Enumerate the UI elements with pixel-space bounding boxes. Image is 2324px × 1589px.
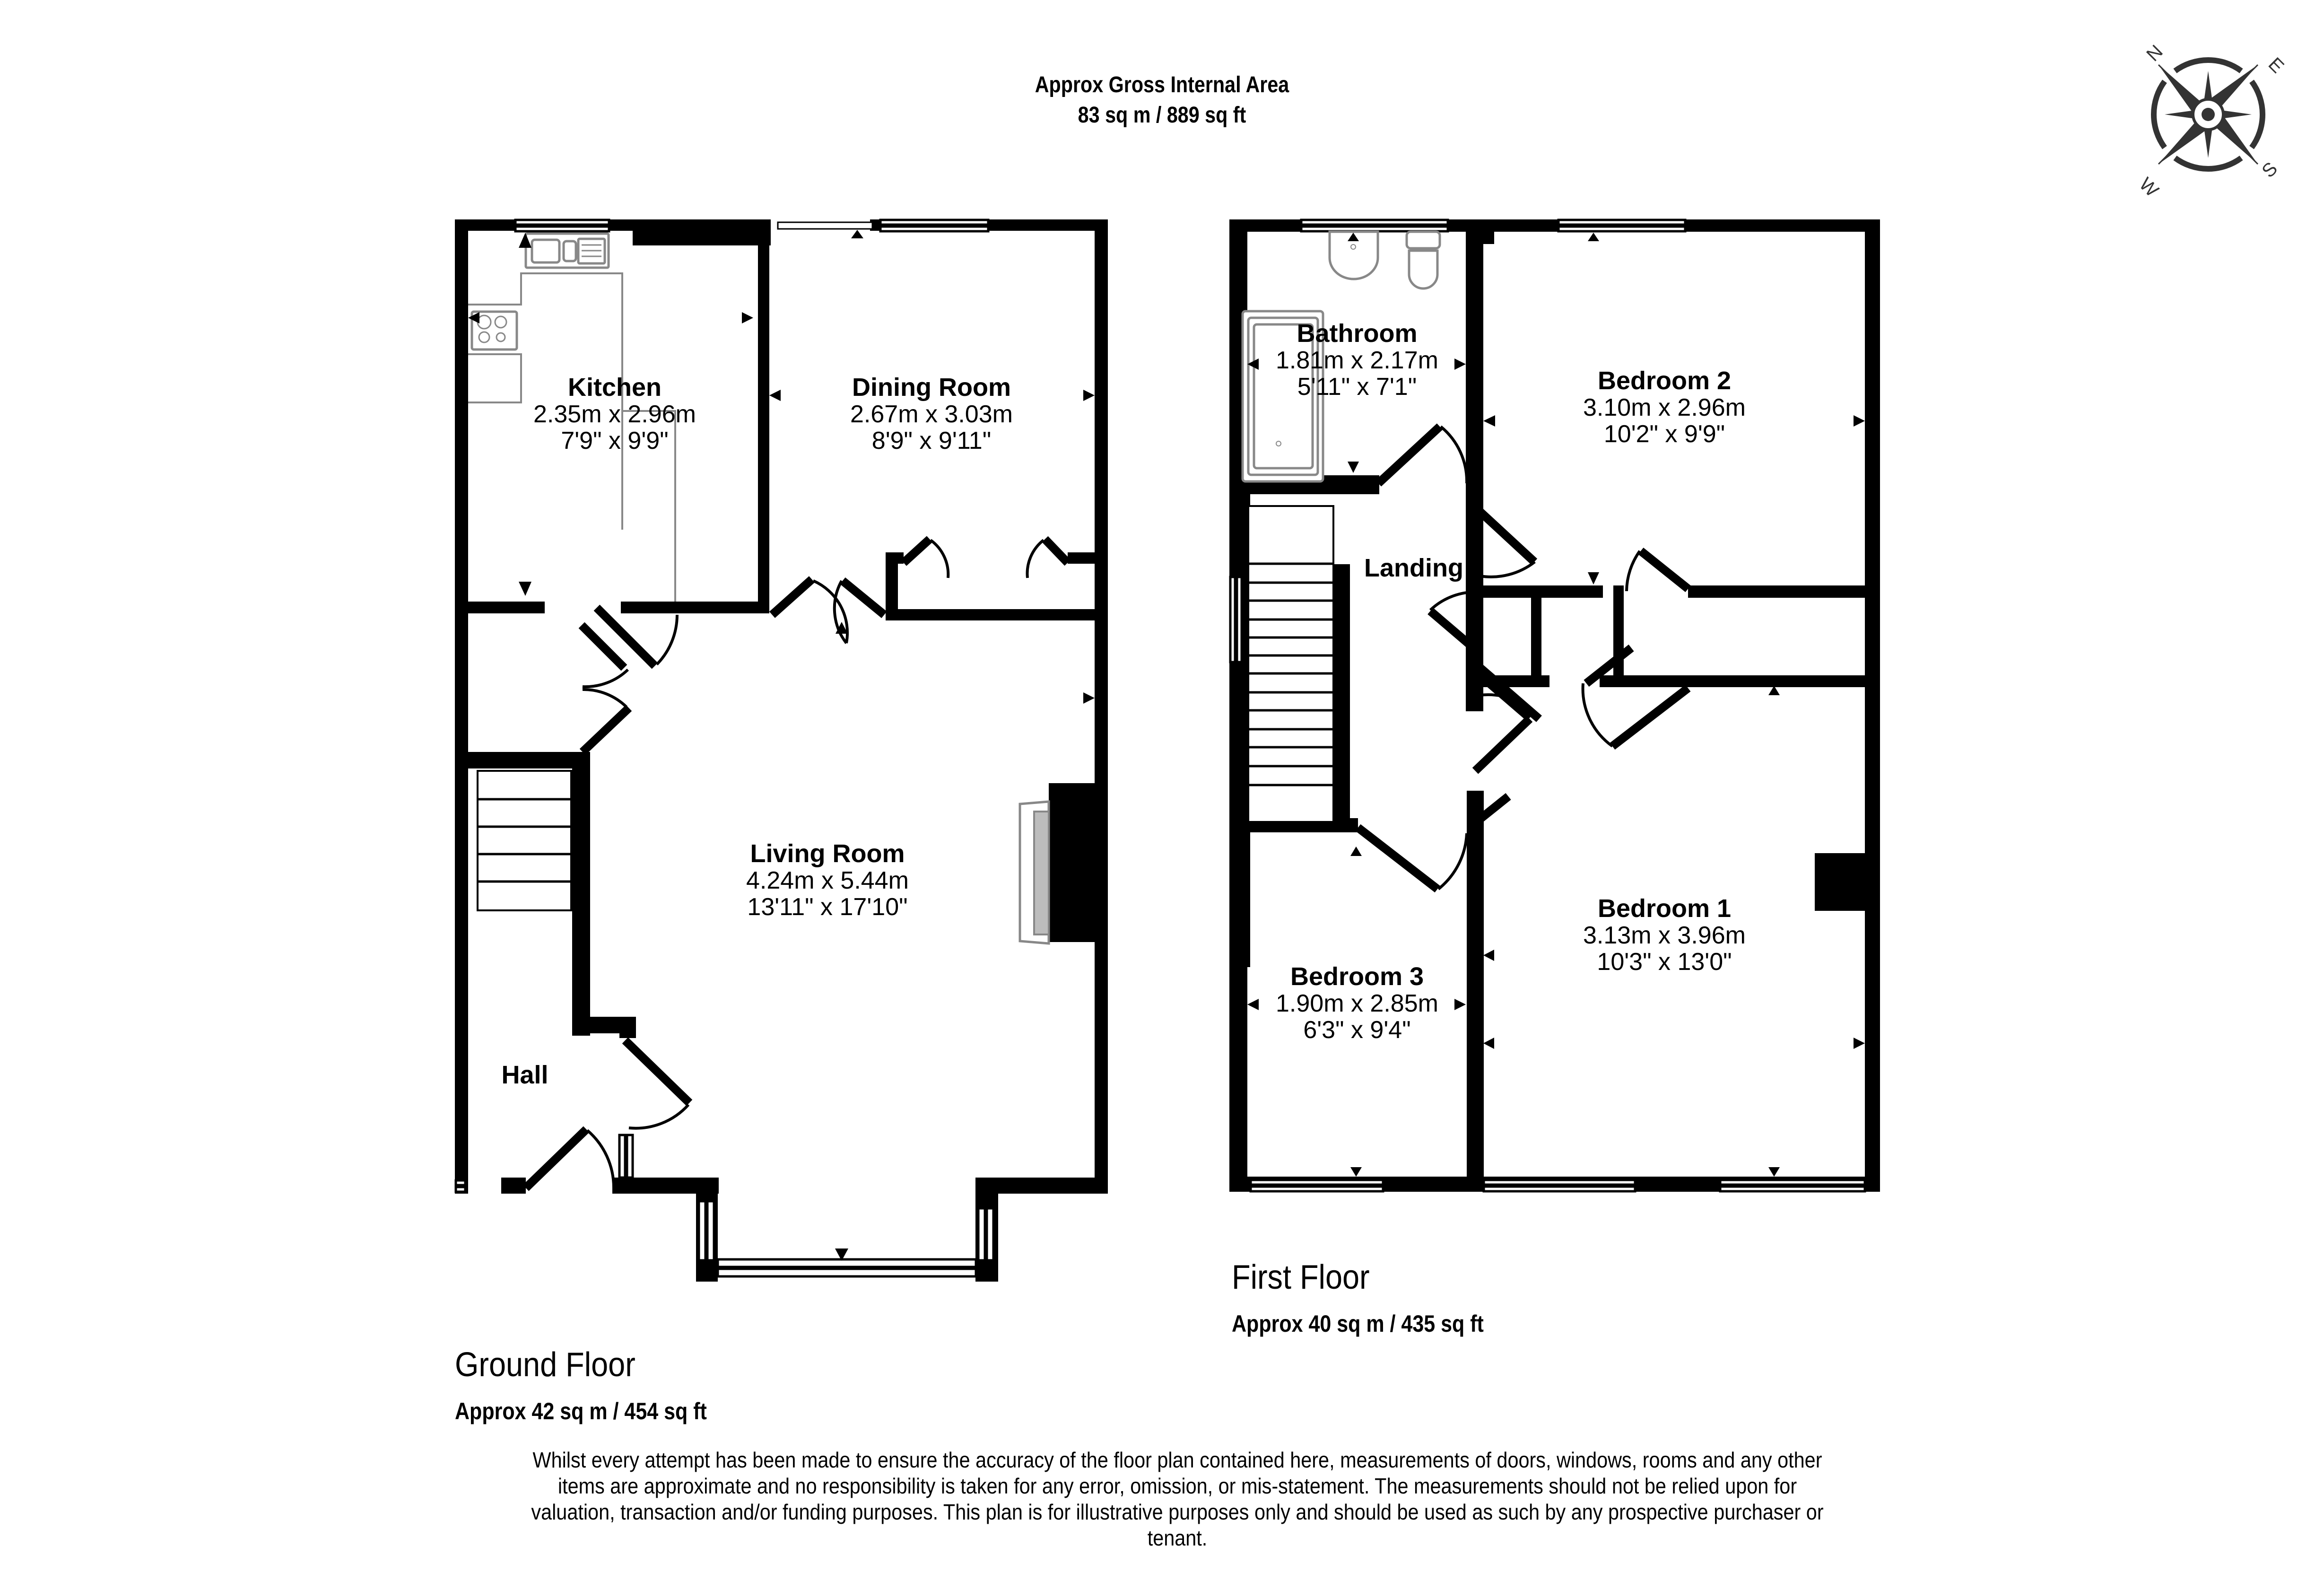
room-name: Bedroom 2: [1597, 367, 1732, 395]
room-dimension-imperial: 13'11" x 17'10": [747, 893, 908, 921]
gross-area-header: Approx Gross Internal Area 83 sq m / 889…: [163, 70, 2161, 131]
compass-e-label: E: [2264, 53, 2288, 77]
room-name: Dining Room: [852, 373, 1011, 402]
room-label-bedroom-3: Bedroom 3 1.90m x 2.85m 6'3" x 9'4": [1248, 963, 1466, 1044]
room-dimension-imperial: 7'9" x 9'9": [561, 427, 669, 455]
gross-area-total: 83 sq m / 889 sq ft: [1078, 103, 1246, 128]
room-dimension-imperial: 10'2" x 9'9": [1603, 420, 1725, 448]
room-dimension-metric: 3.10m x 2.96m: [1583, 394, 1746, 422]
room-dimension-imperial: 8'9" x 9'11": [871, 427, 992, 455]
basin-icon: [1328, 230, 1379, 280]
room-dimension-metric: 2.67m x 3.03m: [850, 401, 1013, 428]
room-label-kitchen: Kitchen 2.35m x 2.96m 7'9" x 9'9": [525, 374, 705, 454]
room-label-bedroom-2: Bedroom 2 3.10m x 2.96m 10'2" x 9'9": [1560, 367, 1768, 448]
room-dimension-imperial: 6'3" x 9'4": [1303, 1016, 1411, 1044]
sink-icon: [524, 232, 610, 269]
first-floor-area: Approx 40 sq m / 435 sq ft: [1232, 1310, 1484, 1337]
disclaimer-text: Whilst every attempt has been made to en…: [531, 1448, 1824, 1550]
room-dimension-metric: 4.24m x 5.44m: [746, 867, 909, 895]
room-label-landing: Landing: [1348, 554, 1480, 582]
room-name: Hall: [501, 1061, 548, 1089]
compass-n-label: N: [2142, 41, 2167, 66]
staircase-icon: [477, 770, 572, 911]
compass-s-label: S: [2258, 158, 2281, 182]
toilet-icon: [1405, 230, 1441, 290]
compass-rose-icon: N E S W: [2135, 41, 2288, 201]
first-floor-staircase-icon: [1247, 505, 1334, 823]
room-label-dining-room: Dining Room 2.67m x 3.03m 8'9" x 9'11": [818, 374, 1045, 454]
compass-w-label: W: [2135, 174, 2163, 201]
ground-floor-area: Approx 42 sq m / 454 sq ft: [455, 1398, 707, 1424]
room-label-living-room: Living Room 4.24m x 5.44m 13'11" x 17'10…: [714, 840, 941, 921]
gross-area-title: Approx Gross Internal Area: [1035, 72, 1289, 97]
room-dimension-metric: 1.90m x 2.85m: [1276, 990, 1438, 1018]
ground-floor-label: Ground Floor: [455, 1346, 635, 1384]
bath-icon: [1241, 310, 1324, 483]
room-name: Kitchen: [567, 373, 662, 402]
room-name: Bedroom 1: [1597, 894, 1732, 923]
room-dimension-metric: 2.35m x 2.96m: [533, 401, 696, 428]
ground-floor-plan: [454, 218, 1108, 1282]
first-floor-label: First Floor: [1232, 1258, 1370, 1296]
room-name: Bedroom 3: [1290, 962, 1424, 991]
room-dimension-metric: 3.13m x 3.96m: [1583, 922, 1746, 950]
room-label-hall: Hall: [487, 1061, 563, 1089]
room-label-bathroom: Bathroom 1.81m x 2.17m 5'11" x 7'1": [1248, 320, 1466, 401]
room-dimension-imperial: 10'3" x 13'0": [1597, 948, 1732, 976]
room-name: Bathroom: [1297, 319, 1418, 348]
hob-icon: [470, 310, 518, 351]
room-name: Landing: [1364, 554, 1463, 582]
room-name: Living Room: [750, 839, 905, 868]
first-floor-plan: [1229, 218, 1880, 1193]
room-dimension-imperial: 5'11" x 7'1": [1297, 373, 1417, 401]
room-dimension-metric: 1.81m x 2.17m: [1276, 347, 1438, 375]
room-label-bedroom-1: Bedroom 1 3.13m x 3.96m 10'3" x 13'0": [1560, 895, 1768, 976]
